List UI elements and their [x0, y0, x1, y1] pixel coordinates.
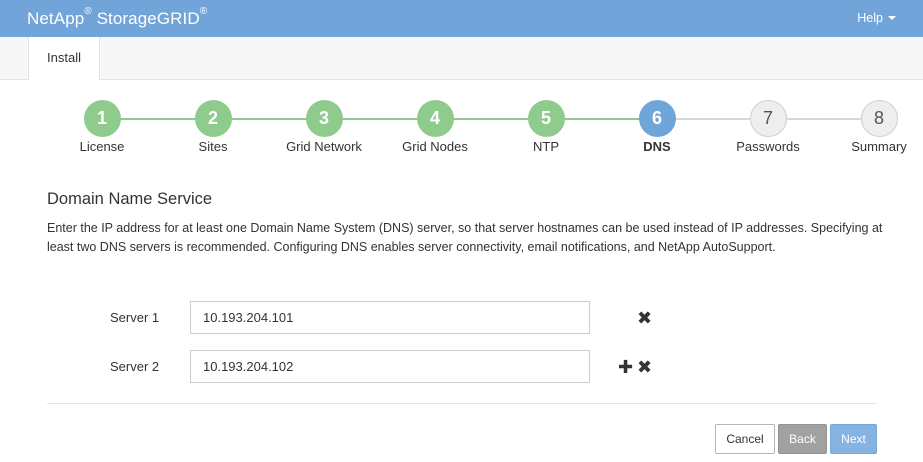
step-grid-network[interactable]: 3 Grid Network: [274, 100, 374, 154]
step-label: Summary: [851, 139, 907, 154]
step-passwords: 7 Passwords: [718, 100, 818, 154]
brand-product: StorageGRID: [96, 9, 200, 28]
step-circle: 4: [416, 100, 454, 137]
server-2-input[interactable]: [190, 350, 590, 383]
step-label: License: [79, 139, 125, 154]
top-navigation-bar: NetApp® StorageGRID® Help: [0, 0, 923, 37]
server-1-label: Server 1: [110, 310, 160, 325]
step-label: Grid Network: [286, 139, 362, 154]
back-button[interactable]: Back: [778, 424, 827, 454]
help-label: Help: [857, 11, 883, 25]
step-circle: 3: [305, 100, 343, 137]
step-label: Grid Nodes: [402, 139, 468, 154]
step-license[interactable]: 1 License: [52, 100, 152, 154]
tab-strip: Install: [0, 37, 923, 80]
remove-icon[interactable]: ✖: [637, 357, 653, 377]
step-label: NTP: [533, 139, 559, 154]
install-stepper: 1 License 2 Sites 3 Grid Network 4 Grid …: [0, 100, 923, 160]
step-circle-active: 6: [638, 100, 676, 137]
step-ntp[interactable]: 5 NTP: [496, 100, 596, 154]
step-label: Sites: [198, 139, 228, 154]
brand-logo: NetApp® StorageGRID®: [27, 6, 208, 29]
step-summary: 8 Summary: [829, 100, 923, 154]
tab-install[interactable]: Install: [28, 37, 100, 80]
add-icon[interactable]: ✚: [618, 357, 634, 377]
remove-icon[interactable]: ✖: [637, 308, 653, 328]
step-sites[interactable]: 2 Sites: [163, 100, 263, 154]
step-circle: 7: [749, 100, 787, 137]
cancel-button[interactable]: Cancel: [715, 424, 775, 454]
progress-line-complete: [102, 118, 657, 120]
server-2-label: Server 2: [110, 359, 160, 374]
step-circle: 2: [194, 100, 232, 137]
caret-down-icon: [888, 16, 896, 20]
step-label: Passwords: [736, 139, 800, 154]
section-title: Domain Name Service: [47, 190, 213, 208]
registered-mark: ®: [199, 6, 208, 18]
step-dns: 6 DNS: [607, 100, 707, 154]
next-button[interactable]: Next: [830, 424, 877, 454]
brand-name: NetApp: [27, 9, 85, 28]
step-circle: 5: [527, 100, 565, 137]
divider: [47, 403, 877, 404]
registered-mark: ®: [84, 6, 92, 18]
server-1-input[interactable]: [190, 301, 590, 334]
step-label-active: DNS: [643, 139, 671, 154]
step-circle: 1: [83, 100, 121, 137]
step-grid-nodes[interactable]: 4 Grid Nodes: [385, 100, 485, 154]
section-description: Enter the IP address for at least one Do…: [47, 221, 883, 254]
help-menu[interactable]: Help: [857, 11, 896, 25]
step-circle: 8: [860, 100, 898, 137]
